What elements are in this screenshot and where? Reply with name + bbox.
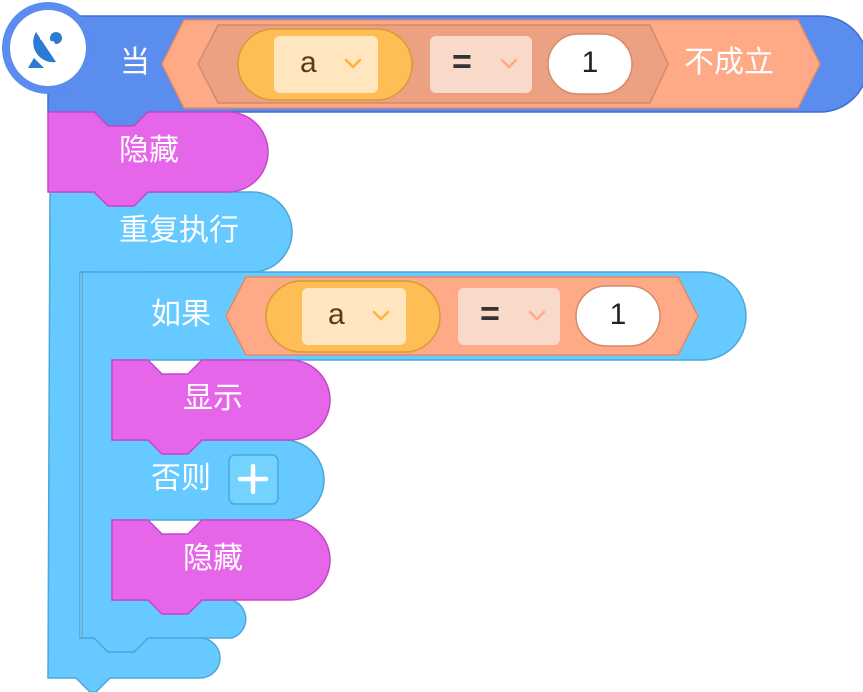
hat-variable-dropdown[interactable] <box>274 36 378 93</box>
if-operator-symbol: = <box>480 295 500 333</box>
satellite-dish-icon <box>28 32 62 68</box>
chevron-down-icon <box>500 58 518 69</box>
if-operator-dropdown[interactable] <box>458 288 560 345</box>
hat-prefix-label: 当 <box>120 45 150 80</box>
hide-block-top[interactable] <box>47 111 269 207</box>
chevron-down-icon <box>528 310 546 321</box>
if-label: 如果 <box>151 297 211 332</box>
hat-operator-symbol: = <box>452 43 472 81</box>
show-block[interactable] <box>111 359 331 455</box>
hat-variable-name: a <box>300 46 317 79</box>
show-block-label: 显示 <box>183 381 243 416</box>
hat-icon-badge <box>10 10 86 86</box>
hat-suffix-label: 不成立 <box>684 45 774 80</box>
chevron-down-icon <box>344 58 362 69</box>
hide-block-top-label: 隐藏 <box>119 133 179 168</box>
hide-block-else[interactable] <box>111 519 331 615</box>
hide-block-else-label: 隐藏 <box>183 541 243 576</box>
hat-number-field[interactable] <box>547 33 633 95</box>
if-variable-name: a <box>328 298 345 331</box>
if-number-field[interactable] <box>575 285 661 347</box>
if-variable-dropdown[interactable] <box>302 288 406 345</box>
else-label: 否则 <box>151 461 211 496</box>
repeat-forever-label: 重复执行 <box>119 213 239 248</box>
plus-icon <box>237 463 269 495</box>
chevron-down-icon <box>372 310 390 321</box>
if-number-value: 1 <box>609 298 627 331</box>
hat-operator-dropdown[interactable] <box>430 36 532 93</box>
hat-number-value: 1 <box>581 46 599 79</box>
